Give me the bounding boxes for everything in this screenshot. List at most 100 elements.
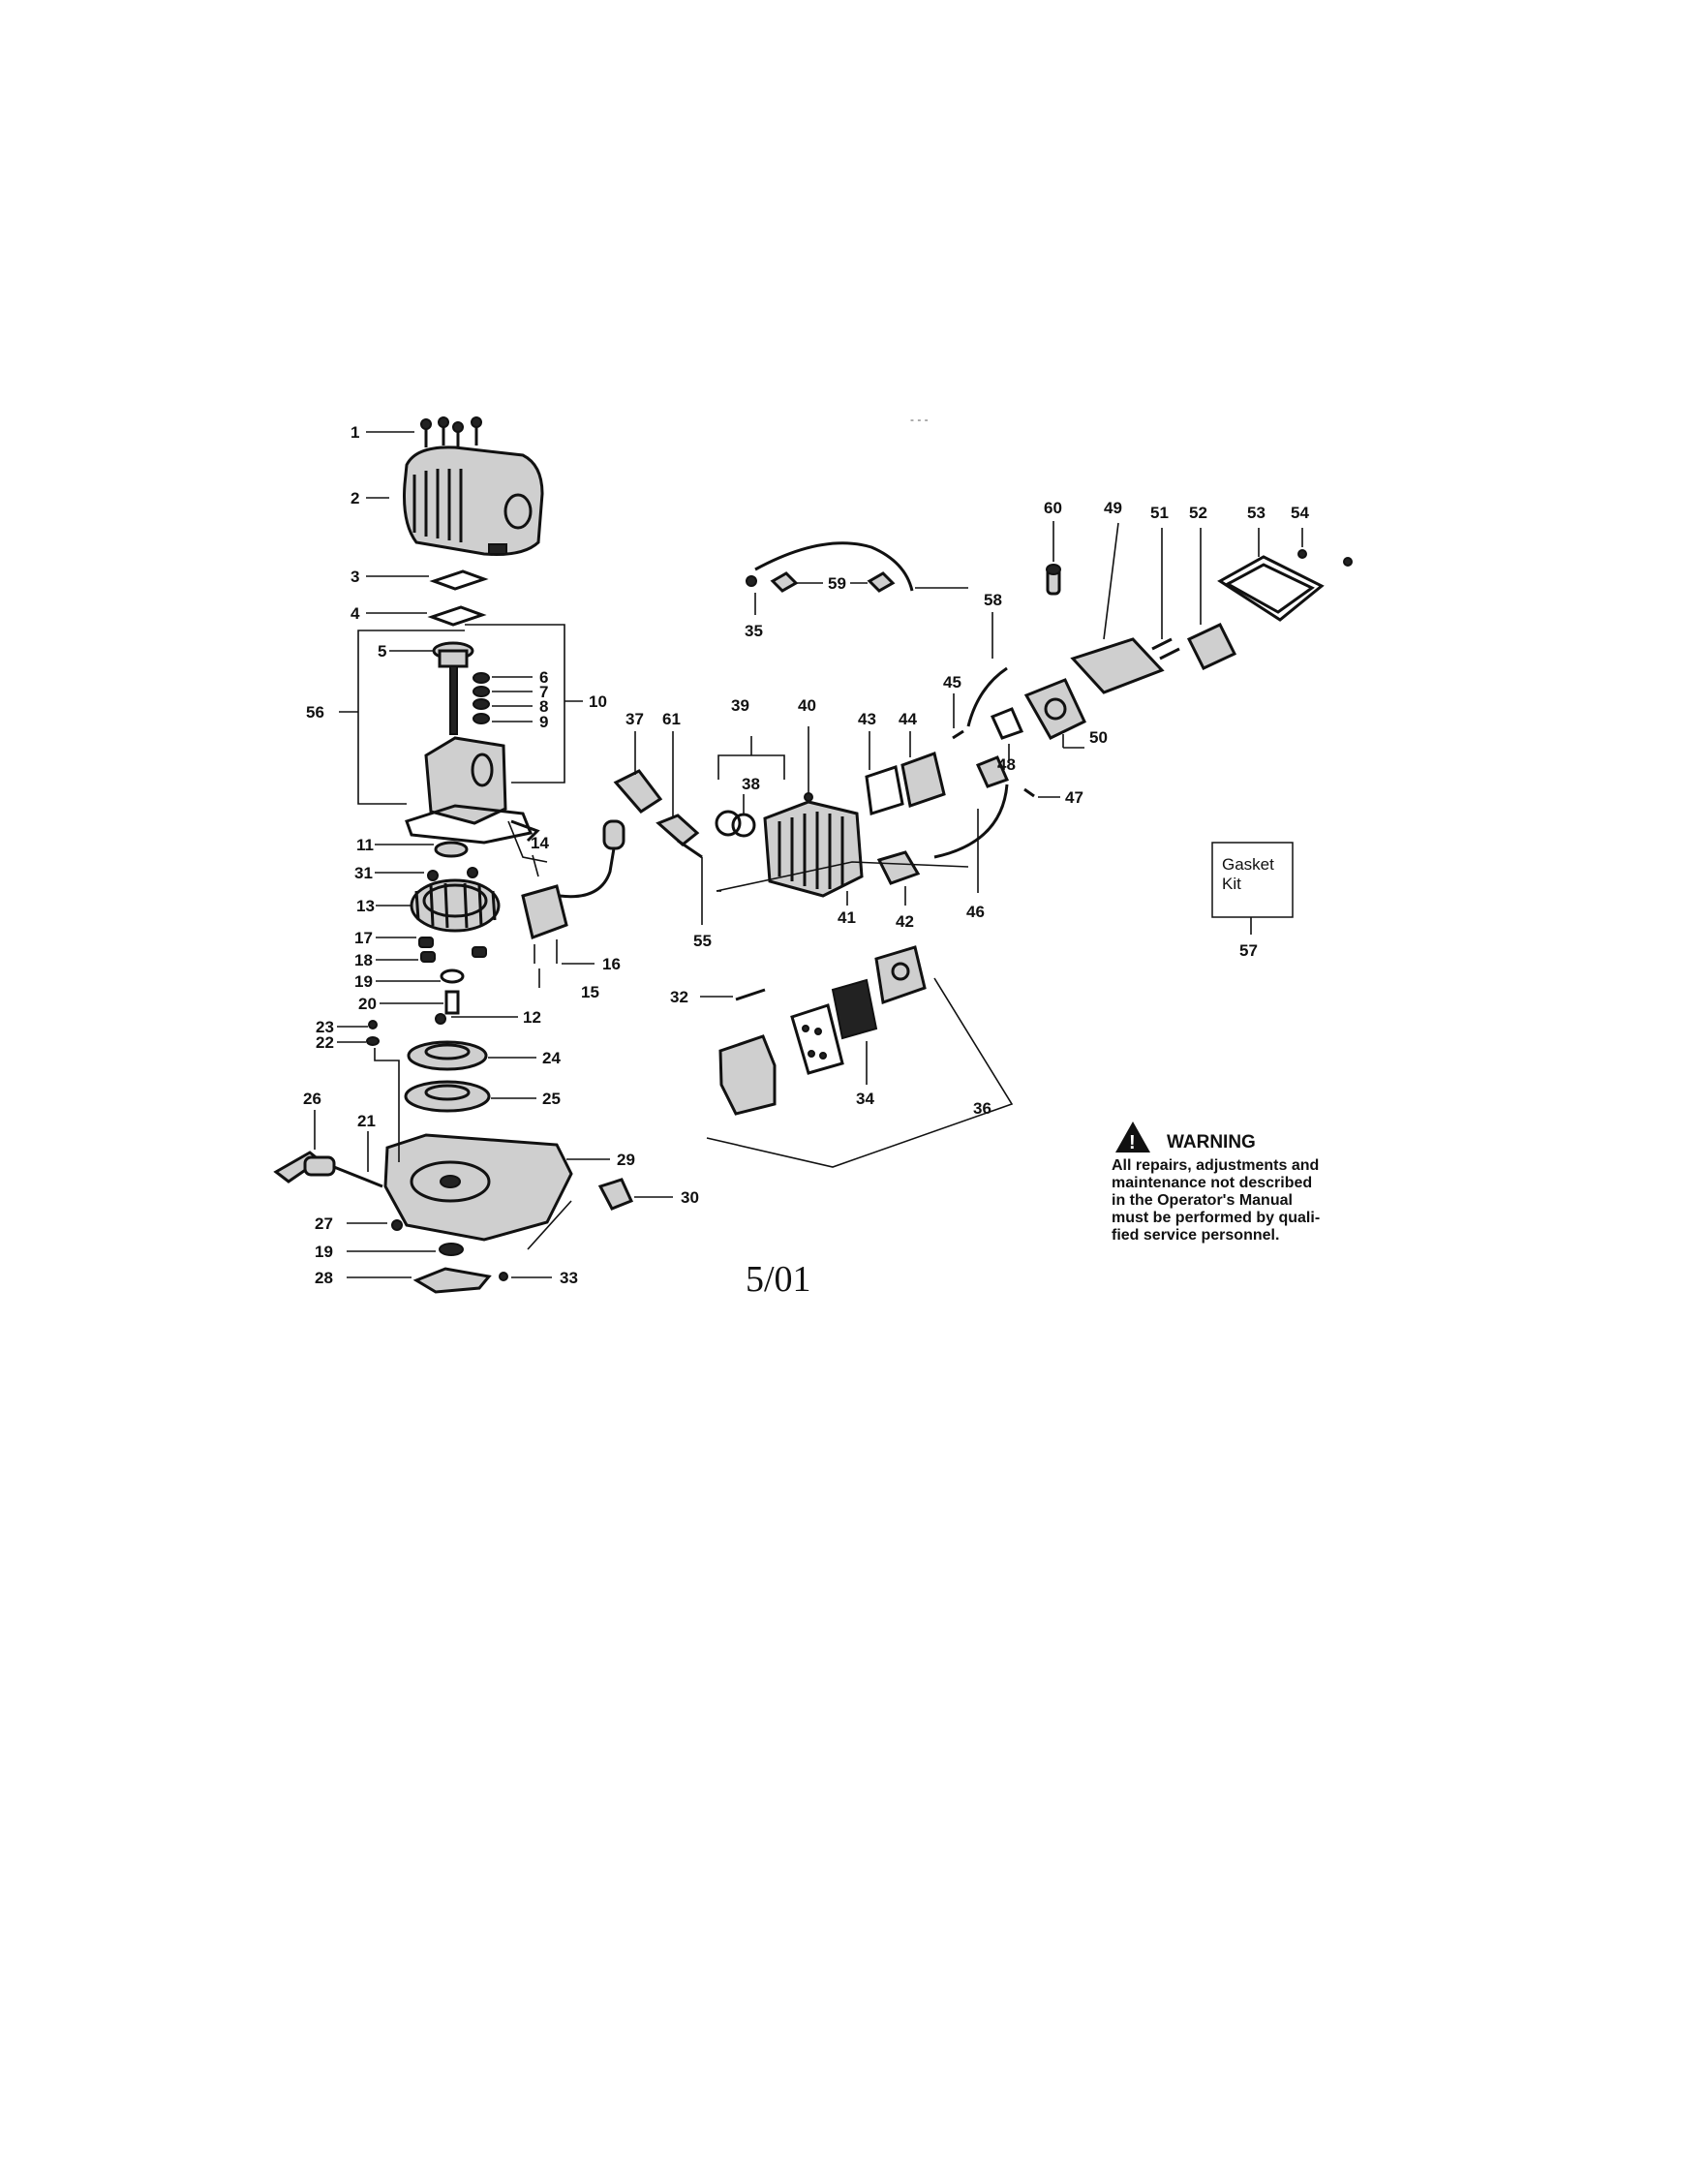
callout-50: 50 (1089, 728, 1108, 747)
callout-61: 61 (662, 710, 681, 728)
callout-41: 41 (838, 908, 856, 927)
callout-24: 24 (542, 1049, 561, 1067)
air-filter-part-52 (1186, 623, 1237, 670)
callout-26: 26 (303, 1090, 321, 1108)
warning-line-2: maintenance not described (1112, 1175, 1312, 1191)
callout-21: 21 (357, 1112, 376, 1130)
callout-2: 2 (351, 489, 359, 507)
warning-title: WARNING (1167, 1132, 1256, 1152)
callout-23: 23 (316, 1018, 334, 1036)
bracket-48 (975, 755, 1010, 788)
callout-47: 47 (1065, 788, 1083, 807)
callout-8: 8 (539, 697, 548, 716)
gasket-kit-box (1211, 842, 1294, 918)
spark-plug-part-61 (656, 814, 703, 859)
callout-43: 43 (858, 710, 876, 728)
cylinder-part-40 (763, 792, 864, 898)
washer-part-22 (366, 1036, 380, 1046)
callout-35: 35 (745, 622, 763, 640)
grommet-part-30 (597, 1178, 634, 1211)
gasket-part-3 (429, 569, 489, 591)
callout-22: 22 (316, 1033, 334, 1052)
gasket-kit-label-line2: Kit (1222, 875, 1241, 893)
screw-part-27 (391, 1219, 403, 1231)
callout-19-upper: 19 (354, 972, 373, 991)
screw-part-54 (1297, 549, 1307, 559)
flywheel-part-13 (410, 878, 501, 933)
clip-59-b (867, 571, 896, 593)
starter-handle-part-26 (273, 1151, 336, 1183)
callout-34: 34 (856, 1090, 874, 1108)
muffler-assembly-part-36 (718, 945, 927, 1116)
callout-29: 29 (617, 1151, 635, 1169)
callout-37: 37 (625, 710, 644, 728)
starter-housing-part-29 (383, 1133, 573, 1242)
screw-part-47 (1023, 787, 1035, 798)
starter-pulley-part-24 (407, 1040, 488, 1071)
washer-part-19-lower (439, 1243, 464, 1256)
callout-49: 49 (1104, 499, 1122, 517)
callout-55: 55 (693, 932, 712, 950)
callout-18: 18 (354, 951, 373, 969)
callout-48: 48 (997, 755, 1016, 774)
callout-4: 4 (351, 604, 360, 623)
screws-part-1 (420, 416, 482, 451)
pawl-part-17 (418, 937, 434, 948)
callout-46: 46 (966, 903, 985, 921)
callout-52: 52 (1189, 504, 1207, 522)
filter-base-part-49 (1070, 637, 1165, 694)
callout-10: 10 (589, 692, 607, 711)
callout-39: 39 (731, 696, 749, 715)
callout-27: 27 (315, 1214, 333, 1233)
callout-5: 5 (378, 642, 386, 661)
callout-33: 33 (560, 1269, 578, 1287)
screw-54-b (1343, 557, 1353, 567)
screws-part-31 (427, 867, 478, 881)
washer-part-19-upper (440, 968, 465, 984)
callout-42: 42 (896, 912, 914, 931)
screw-part-45 (952, 729, 964, 740)
callout-12: 12 (523, 1008, 541, 1027)
callout-25: 25 (542, 1090, 561, 1108)
warning-line-4: must be performed by quali- (1112, 1210, 1320, 1226)
warning-block: ! WARNING All repairs, adjustments and m… (1112, 1122, 1320, 1244)
callout-38: 38 (742, 775, 760, 793)
callout-40: 40 (798, 696, 816, 715)
callout-56: 56 (306, 703, 324, 722)
crankcase-assembly (405, 736, 540, 845)
callout-53: 53 (1247, 504, 1266, 522)
clip-59-a (770, 571, 799, 593)
warning-exclamation-icon: ! (1129, 1132, 1136, 1153)
cylinder-cover-part-2 (403, 446, 544, 556)
callout-58: 58 (984, 591, 1002, 609)
warning-triangle-icon (1115, 1122, 1150, 1152)
spring-part-18 (420, 951, 436, 963)
gasket-part-4 (427, 605, 487, 627)
plate-part-28 (412, 1267, 492, 1294)
ignition-module-part-15 (521, 819, 625, 964)
primer-bulb-part-60 (1046, 564, 1061, 596)
fuel-line-part-46 (933, 784, 1009, 859)
callout-14: 14 (531, 834, 549, 852)
warning-line-1: All repairs, adjustments and (1112, 1157, 1319, 1174)
screw-part-33 (499, 1272, 508, 1281)
callout-1: 1 (351, 423, 359, 442)
bearing-stack-parts-6-9 (473, 672, 490, 724)
callout-17: 17 (354, 929, 373, 947)
seal-part-11 (434, 841, 469, 858)
starter-rope-part-21 (333, 1165, 383, 1188)
filter-cover-part-53 (1217, 555, 1325, 622)
callout-13: 13 (356, 897, 375, 915)
callout-60: 60 (1044, 499, 1062, 517)
pawl-right (472, 946, 487, 958)
warning-line-3: in the Operator's Manual (1112, 1192, 1293, 1209)
callout-30: 30 (681, 1188, 699, 1207)
callout-7: 7 (539, 683, 548, 701)
callout-15: 15 (581, 983, 599, 1001)
piston-rings-part-38 (715, 810, 756, 838)
gasket-kit-label-line1: Gasket (1222, 855, 1274, 874)
top-mark: - - - (910, 413, 929, 426)
callout-36: 36 (973, 1099, 991, 1118)
callout-labels: 1 2 3 4 5 6 7 8 9 10 56 11 31 13 17 18 1… (303, 423, 1309, 1287)
